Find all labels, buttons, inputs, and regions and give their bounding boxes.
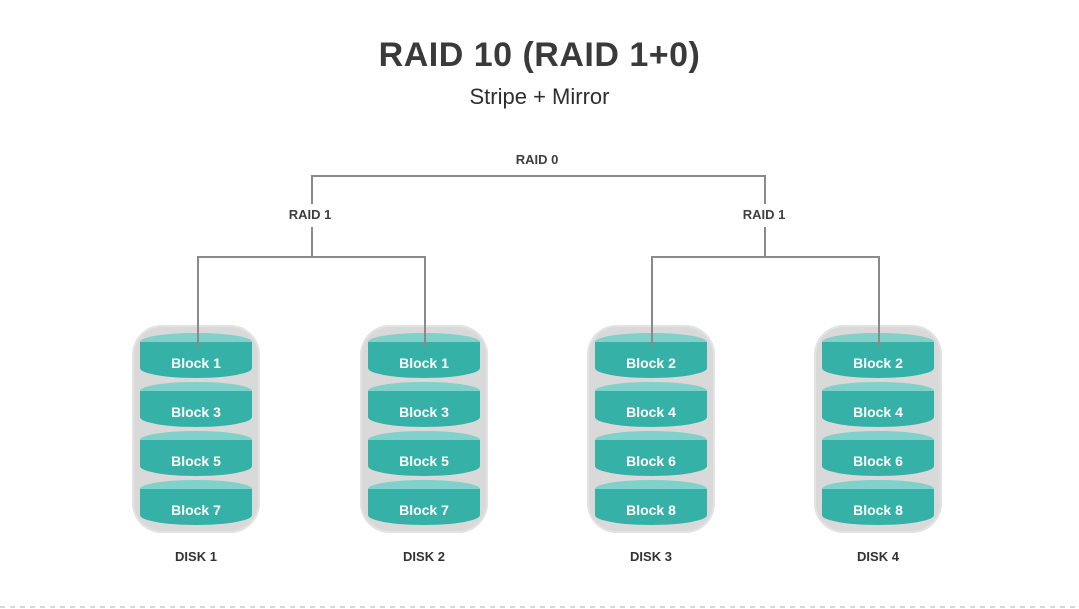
disk-cylinder-1: Block 1 Block 3 Block 5 Block 7 (132, 325, 260, 533)
cylinder-body: Block 1 (368, 342, 480, 378)
block-segment: Block 5 (368, 431, 480, 476)
cylinder-body: Block 7 (368, 489, 480, 525)
disk-2-name: DISK 2 (403, 549, 445, 564)
connector-line (878, 256, 880, 347)
block-label: Block 1 (171, 355, 221, 371)
block-segment: Block 3 (140, 382, 252, 427)
raid1-right-label: RAID 1 (742, 207, 786, 222)
cylinder-body: Block 2 (822, 342, 934, 378)
disk-cylinder-3: Block 2 Block 4 Block 6 Block 8 (587, 325, 715, 533)
block-label: Block 2 (853, 355, 903, 371)
block-label: Block 3 (399, 404, 449, 420)
disk-1-blocks: Block 1 Block 3 Block 5 Block 7 (140, 333, 252, 525)
connector-line (764, 227, 766, 257)
block-segment: Block 6 (595, 431, 707, 476)
raid1-left-label: RAID 1 (288, 207, 332, 222)
cylinder-body: Block 4 (595, 391, 707, 427)
connector-line-right-group (651, 256, 878, 258)
cylinder-body: Block 8 (822, 489, 934, 525)
disk-2-blocks: Block 1 Block 3 Block 5 Block 7 (368, 333, 480, 525)
connector-line (311, 175, 313, 204)
block-segment: Block 5 (140, 431, 252, 476)
page-title: RAID 10 (RAID 1+0) (378, 36, 701, 74)
disk-3-blocks: Block 2 Block 4 Block 6 Block 8 (595, 333, 707, 525)
block-label: Block 1 (399, 355, 449, 371)
cylinder-body: Block 8 (595, 489, 707, 525)
block-label: Block 3 (171, 404, 221, 420)
disk-cylinder-2: Block 1 Block 3 Block 5 Block 7 (360, 325, 488, 533)
block-segment: Block 7 (368, 480, 480, 525)
block-label: Block 5 (171, 453, 221, 469)
block-label: Block 8 (626, 502, 676, 518)
block-label: Block 2 (626, 355, 676, 371)
disk-cylinder-4: Block 2 Block 4 Block 6 Block 8 (814, 325, 942, 533)
connector-line (197, 256, 199, 347)
block-segment: Block 8 (822, 480, 934, 525)
block-segment: Block 4 (822, 382, 934, 427)
cylinder-body: Block 3 (140, 391, 252, 427)
connector-line (651, 256, 653, 347)
cylinder-body: Block 4 (822, 391, 934, 427)
block-label: Block 5 (399, 453, 449, 469)
block-segment: Block 1 (368, 333, 480, 378)
block-segment: Block 4 (595, 382, 707, 427)
block-segment: Block 6 (822, 431, 934, 476)
block-segment: Block 8 (595, 480, 707, 525)
block-segment: Block 7 (140, 480, 252, 525)
block-label: Block 4 (626, 404, 676, 420)
disk-3-name: DISK 3 (630, 549, 672, 564)
cylinder-body: Block 7 (140, 489, 252, 525)
cylinder-body: Block 3 (368, 391, 480, 427)
connector-line-left-group (197, 256, 424, 258)
bottom-dashed-divider (0, 606, 1079, 608)
block-label: Block 4 (853, 404, 903, 420)
cylinder-body: Block 6 (822, 440, 934, 476)
disk-4-blocks: Block 2 Block 4 Block 6 Block 8 (822, 333, 934, 525)
disk-4-name: DISK 4 (857, 549, 899, 564)
cylinder-body: Block 1 (140, 342, 252, 378)
cylinder-body: Block 5 (140, 440, 252, 476)
cylinder-body: Block 6 (595, 440, 707, 476)
block-segment: Block 3 (368, 382, 480, 427)
connector-line (764, 175, 766, 204)
block-segment: Block 1 (140, 333, 252, 378)
block-label: Block 7 (399, 502, 449, 518)
page-subtitle: Stripe + Mirror (469, 84, 610, 109)
connector-line (424, 256, 426, 347)
connector-line (311, 227, 313, 257)
block-label: Block 7 (171, 502, 221, 518)
cylinder-body: Block 2 (595, 342, 707, 378)
block-label: Block 6 (853, 453, 903, 469)
disk-1-name: DISK 1 (175, 549, 217, 564)
connector-line-root (311, 175, 764, 177)
block-label: Block 6 (626, 453, 676, 469)
block-label: Block 8 (853, 502, 903, 518)
cylinder-body: Block 5 (368, 440, 480, 476)
raid0-label: RAID 0 (515, 152, 559, 167)
